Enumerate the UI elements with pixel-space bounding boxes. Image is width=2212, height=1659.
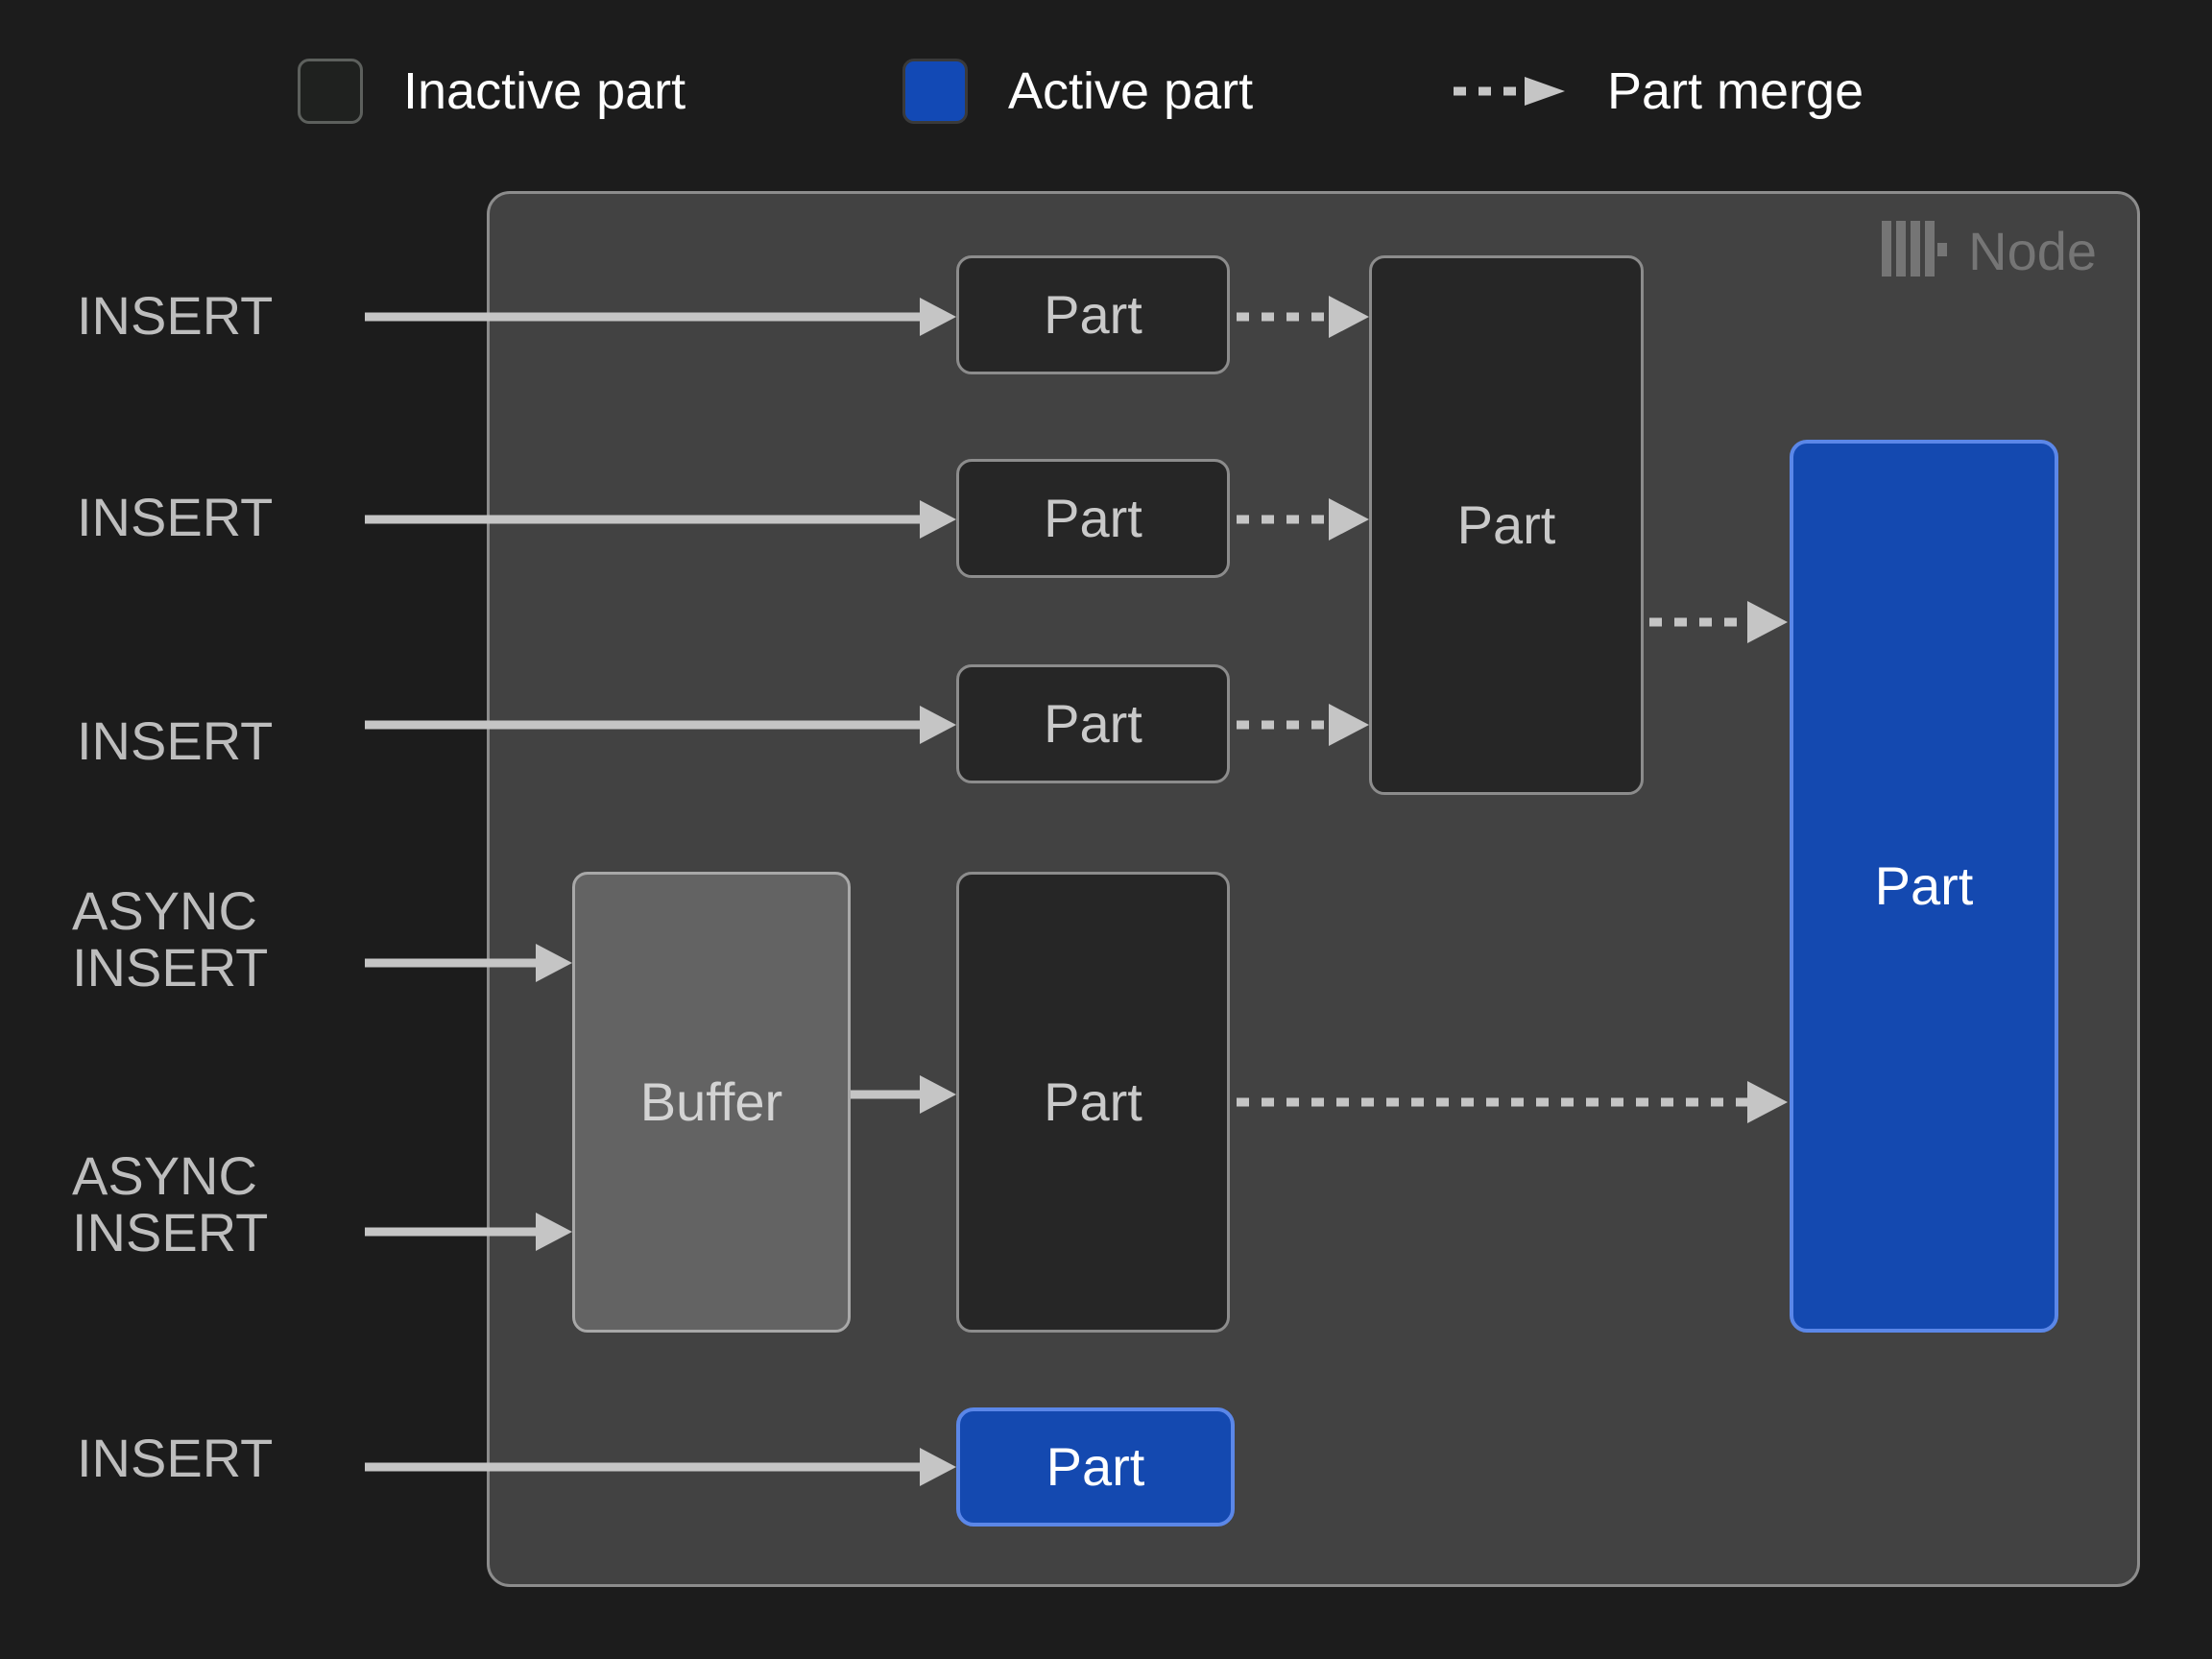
part-box-label: Part bbox=[1044, 1071, 1142, 1132]
part-box-top-2[interactable]: Part bbox=[956, 459, 1230, 578]
part-box-label: Part bbox=[1044, 488, 1142, 548]
clickhouse-bars-icon bbox=[1882, 221, 1948, 281]
legend: Inactive part Active part Part merge bbox=[0, 38, 2212, 144]
source-label-async-insert-2: ASYNC INSERT bbox=[72, 1145, 269, 1262]
buffer-box[interactable]: Buffer bbox=[572, 872, 851, 1333]
part-box-top-3[interactable]: Part bbox=[956, 664, 1230, 783]
legend-label-active-part: Active part bbox=[1008, 62, 1254, 120]
part-box-label: Part bbox=[1044, 693, 1142, 754]
node-badge: Node bbox=[1882, 221, 2097, 281]
part-box-final-active[interactable]: Part bbox=[1790, 440, 2058, 1333]
part-box-top-1[interactable]: Part bbox=[956, 255, 1230, 374]
part-box-label: Part bbox=[1046, 1436, 1145, 1497]
source-label-insert-2: INSERT bbox=[77, 487, 274, 547]
inactive-part-swatch bbox=[298, 59, 363, 124]
node-label: Node bbox=[1968, 220, 2097, 281]
part-box-bottom-active[interactable]: Part bbox=[956, 1407, 1235, 1527]
legend-item-inactive-part: Inactive part bbox=[298, 38, 685, 144]
part-box-label: Part bbox=[1044, 284, 1142, 345]
dashed-arrow-icon bbox=[1452, 77, 1567, 106]
part-box-label: Part bbox=[1456, 494, 1556, 555]
part-box-merged[interactable]: Part bbox=[1369, 255, 1644, 795]
legend-label-inactive-part: Inactive part bbox=[403, 62, 686, 120]
part-box-label: Part bbox=[1874, 855, 1974, 916]
source-label-async-insert-1: ASYNC INSERT bbox=[72, 880, 269, 998]
buffer-box-label: Buffer bbox=[639, 1071, 783, 1132]
source-label-insert-1: INSERT bbox=[77, 285, 274, 346]
legend-item-part-merge: Part merge bbox=[1452, 38, 1863, 144]
source-label-insert-4: INSERT bbox=[77, 1428, 274, 1488]
part-box-buffered[interactable]: Part bbox=[956, 872, 1230, 1333]
source-label-insert-3: INSERT bbox=[77, 710, 274, 771]
legend-label-part-merge: Part merge bbox=[1607, 62, 1864, 120]
active-part-swatch bbox=[902, 59, 968, 124]
legend-item-active-part: Active part bbox=[902, 38, 1253, 144]
